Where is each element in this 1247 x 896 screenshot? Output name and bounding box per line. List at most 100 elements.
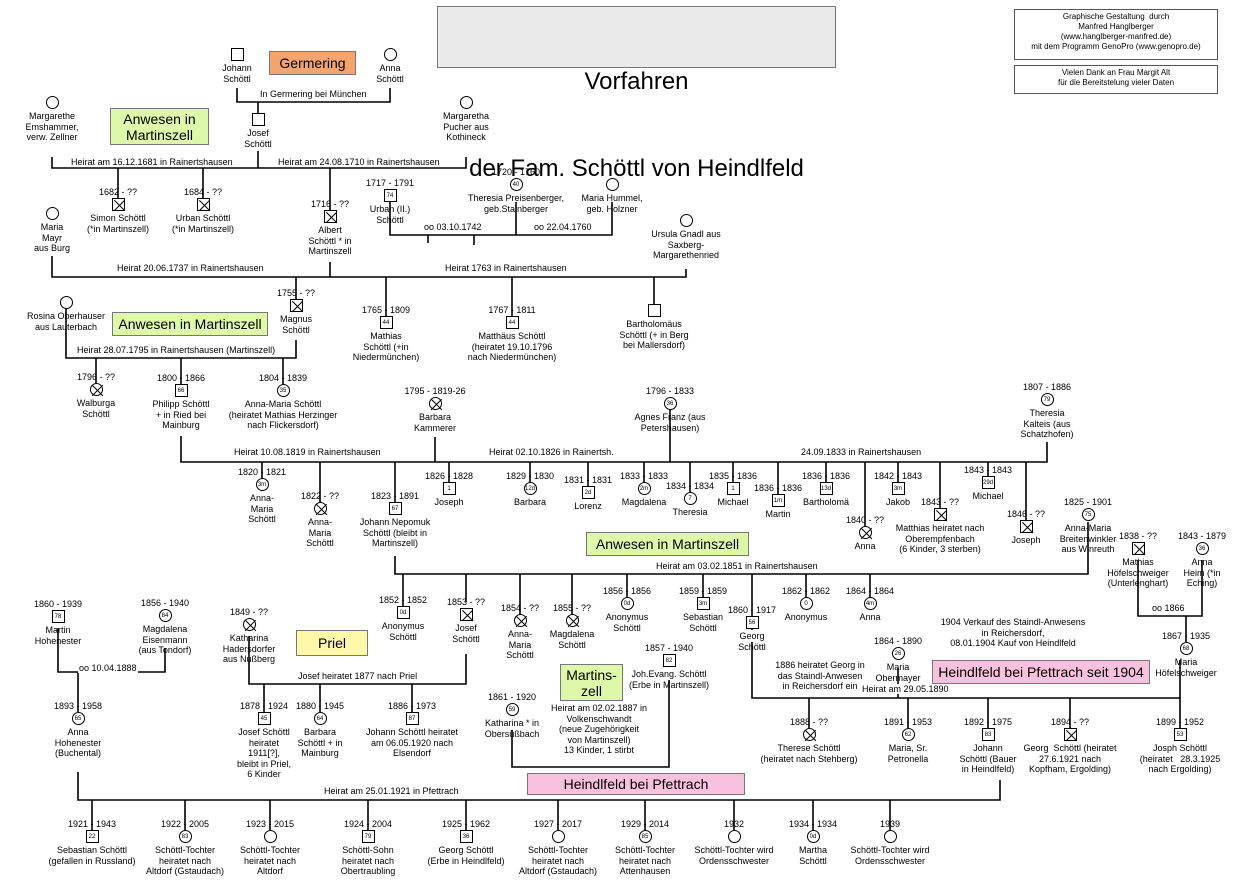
male-person-icon: 67: [388, 502, 402, 515]
female-person-icon: 68: [1179, 642, 1193, 655]
person-name: Matthias heiratet nach Oberempfenbach (6…: [895, 523, 985, 554]
region-tag-anwesen-martinszell: Anwesen in Martinszell: [586, 532, 749, 556]
marriage-label: Heirat 28.07.1795 in Rainertshausen (Mar…: [76, 345, 277, 355]
person-name: Johann Nepomuk Schöttl (bleibt in Martin…: [359, 517, 431, 548]
female-person-icon: 4m: [863, 597, 877, 610]
person-years: 1720 - 1760: [491, 167, 541, 177]
marriage-label: Heirat 20.06.1737 in Rainertshausen: [116, 263, 265, 273]
person-years: 1852 - 1852: [378, 595, 428, 605]
person-years: 1846 - ??: [1006, 509, 1046, 519]
person-name: Bartholomä: [802, 497, 850, 507]
person-name: Anna- Maria Schöttl: [248, 493, 276, 524]
person-years: 1682 - ??: [98, 187, 138, 197]
person-years: 1927 - 2017: [533, 819, 583, 829]
male-person-icon: 1: [726, 482, 740, 495]
person-years: 1880 - 1945: [295, 701, 345, 711]
person-name: Anna- Maria Schöttl: [306, 517, 334, 548]
male-person-icon: [323, 210, 337, 223]
person-years: 1820 - 1821: [237, 467, 287, 477]
marriage-label: Heirat 10.08.1819 in Rainertshausen: [233, 447, 382, 457]
person-years: 1864 - 1890: [873, 636, 923, 646]
female-person-icon: 0d: [620, 597, 634, 610]
female-person-icon: 59: [505, 703, 519, 716]
male-person-icon: 79: [361, 830, 375, 843]
person-years: 1925 - 1962: [441, 819, 491, 829]
female-person-icon: 62: [901, 728, 915, 741]
person-name: Katharina Hadersdorfer aus Nußberg: [222, 633, 276, 664]
female-person-icon: [263, 830, 277, 843]
marriage-label: Heirat 02.10.1826 in Rainertsh.: [488, 447, 615, 457]
person-years: 1800 - 1866: [156, 373, 206, 383]
person-name: Maria Höfelschweiger: [1155, 657, 1217, 678]
male-person-icon: [251, 113, 265, 126]
person-years: 1862 - 1862: [781, 586, 831, 596]
person-name: Schöttl-Tochter heiratet nach Attenhause…: [614, 845, 676, 876]
person-years: 1834 - 1834: [665, 481, 715, 491]
region-tag-germering: Germering: [269, 51, 356, 75]
male-person-icon: [1019, 520, 1033, 533]
person-name: Matthäus Schöttl (heiratet 19.10.1796 na…: [467, 331, 557, 362]
male-person-icon: 56: [745, 616, 759, 629]
marriage-label: Josef heiratet 1877 nach Priel: [297, 671, 419, 681]
male-person-icon: 0d: [396, 606, 410, 619]
female-person-icon: [679, 214, 693, 227]
person-name: Josef Schöttl: [244, 128, 272, 149]
person-name: Urban Schöttl (*in Martinszell): [171, 213, 234, 234]
person-name: Theresia Kalteis (aus Schatzhofen): [1020, 408, 1074, 439]
female-person-icon: 0: [799, 597, 813, 610]
female-person-icon: 64: [313, 712, 327, 725]
person-years: 1843 - 1879: [1177, 531, 1227, 541]
person-name: Joseph: [1011, 535, 1041, 545]
female-person-icon: [551, 830, 565, 843]
male-person-icon: [111, 198, 125, 211]
person-years: 1867 - 1935: [1161, 631, 1211, 641]
person-years: 1765 - 1809: [361, 305, 411, 315]
person-name: Magdalena Schöttl: [549, 629, 595, 650]
female-person-icon: [45, 96, 59, 109]
person-name: Joh.Evang. Schöttl (Erbe in Martinszell): [628, 669, 710, 690]
female-person-icon: 3m: [255, 478, 269, 491]
person-years: 1861 - 1920: [487, 692, 537, 702]
person-years: 1864 - 1864: [845, 586, 895, 596]
person-years: 1859 - 1859: [678, 586, 728, 596]
male-person-icon: 82: [662, 654, 676, 667]
male-person-icon: 74: [383, 189, 397, 202]
person-name: Margaretha Pucher aus Kothineck: [442, 111, 490, 142]
male-person-icon: 2d: [581, 486, 595, 499]
marriage-label: oo 03.10.1742: [423, 222, 483, 232]
person-name: Ursula Gnadl aus Saxberg- Margarethenrie…: [651, 229, 721, 260]
credits-design: Graphische Gestaltung durch Manfred Hang…: [1014, 9, 1218, 60]
person-years: 1894 - ??: [1050, 717, 1090, 727]
person-name: Georg Schöttl (heiratet 27.6.1921 nach K…: [1023, 743, 1117, 774]
region-tag-martinszell: Martins- zell: [560, 664, 623, 701]
female-person-icon: 7: [683, 492, 697, 505]
person-years: 1826 - 1828: [424, 471, 474, 481]
person-name: Josef Schöttl heiratet 1911[?], bleibt i…: [236, 727, 292, 779]
person-years: 1893 - 1958: [53, 701, 103, 711]
female-person-icon: [242, 618, 256, 631]
female-person-icon: [513, 614, 527, 627]
person-years: 1892 - 1975: [963, 717, 1013, 727]
note-label: 1904 Verkauf des Staindl-Anwesens in Rei…: [940, 617, 1086, 648]
person-name: Maria, Sr. Petronella: [887, 743, 929, 764]
person-years: 1843 - 1843: [963, 465, 1013, 475]
female-person-icon: 75: [1081, 508, 1095, 521]
person-years: 1717 - 1791: [365, 178, 415, 188]
female-person-icon: 0d: [806, 830, 820, 843]
marriage-label: Heirat am 25.01.1921 in Pfettrach: [323, 786, 460, 796]
female-person-icon: [89, 383, 103, 396]
person-name: Michael: [972, 491, 1004, 501]
female-person-icon: 65: [71, 712, 85, 725]
person-years: 1932: [723, 819, 745, 829]
person-years: 1822 - ??: [300, 491, 340, 501]
male-person-icon: [459, 608, 473, 621]
person-years: 1836 - 1836: [753, 483, 803, 493]
female-person-icon: 85: [638, 830, 652, 843]
female-person-icon: 12d: [523, 482, 537, 495]
male-person-icon: [289, 299, 303, 312]
male-person-icon: 1: [442, 482, 456, 495]
male-person-icon: [196, 198, 210, 211]
person-years: 1854 - ??: [500, 603, 540, 613]
person-years: 1767 - 1811: [488, 305, 536, 315]
